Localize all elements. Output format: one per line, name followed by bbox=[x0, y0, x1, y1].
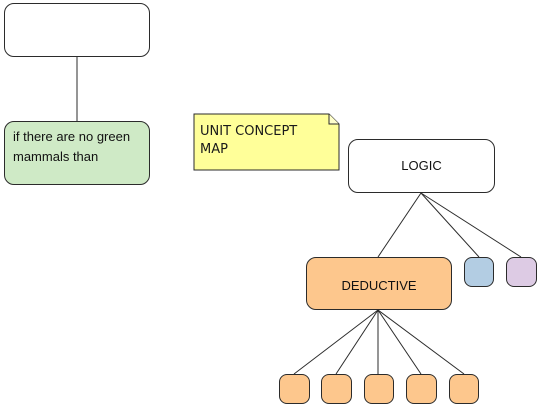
connector-deductive-to-child-1 bbox=[293, 309, 379, 375]
sticky-note-fold-icon bbox=[328, 114, 339, 125]
node-orange-child-5[interactable] bbox=[449, 374, 479, 404]
connector-deductive-to-child-5 bbox=[377, 309, 465, 375]
node-logic-label: LOGIC bbox=[401, 158, 442, 173]
node-deductive[interactable]: DEDUCTIVE bbox=[306, 257, 452, 310]
node-orange-child-1[interactable] bbox=[279, 374, 310, 404]
node-purple-small[interactable] bbox=[506, 257, 537, 287]
node-orange-child-3[interactable] bbox=[364, 374, 394, 404]
node-deductive-label: DEDUCTIVE bbox=[341, 278, 417, 293]
connector-logic-to-deductive bbox=[377, 192, 422, 258]
node-logic[interactable]: LOGIC bbox=[348, 139, 495, 193]
node-blue-small[interactable] bbox=[464, 257, 494, 287]
sticky-note[interactable] bbox=[193, 113, 340, 171]
connector-deductive-to-child-2 bbox=[335, 309, 379, 375]
sticky-note-body bbox=[193, 113, 340, 171]
connector-deductive-to-child-4 bbox=[377, 309, 422, 375]
connector-logic-to-purple bbox=[420, 192, 522, 258]
node-top-left-empty[interactable] bbox=[4, 3, 150, 57]
node-green-question[interactable]: if there are no green mammals than bbox=[4, 121, 150, 185]
connector-logic-to-blue bbox=[420, 192, 480, 258]
sticky-note-text: UNIT CONCEPT MAP bbox=[200, 124, 298, 157]
node-orange-child-4[interactable] bbox=[406, 374, 437, 404]
node-orange-child-2[interactable] bbox=[321, 374, 352, 404]
node-green-question-label: if there are no green mammals than bbox=[13, 129, 131, 164]
